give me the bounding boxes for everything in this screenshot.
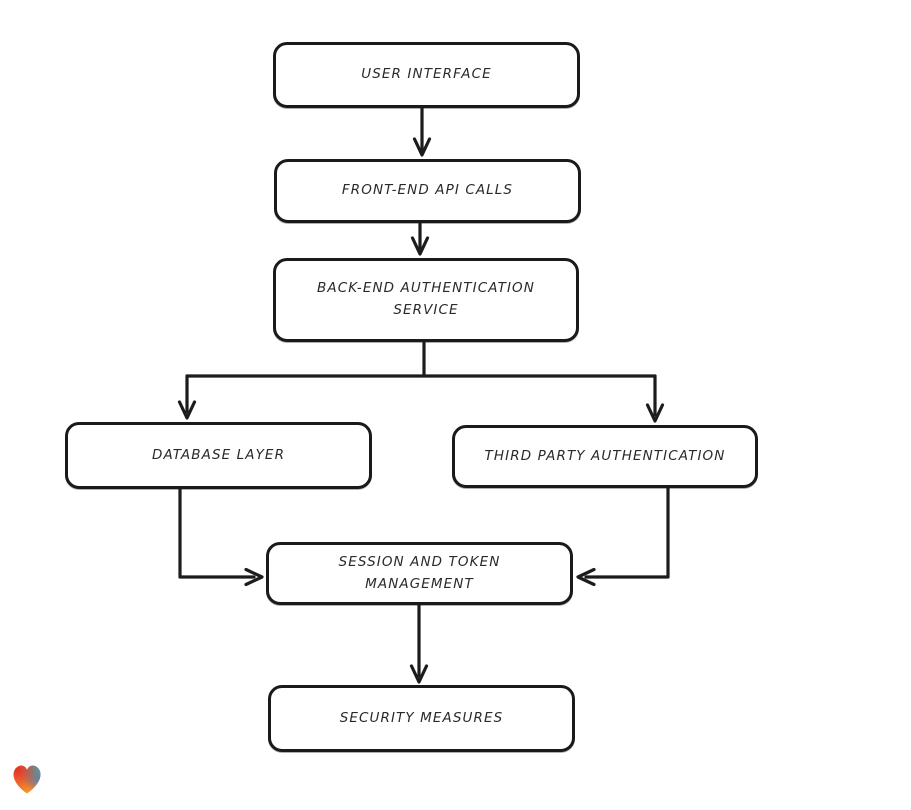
node-user-interface-label: USER INTERFACE xyxy=(361,66,492,83)
edge-backend-branch xyxy=(177,339,665,423)
node-database-layer-label: DATABASE LAYER xyxy=(151,446,286,463)
node-database-layer[interactable]: DATABASE LAYER xyxy=(65,422,372,489)
edge-ui-to-api xyxy=(412,105,432,157)
node-user-interface[interactable]: USER INTERFACE xyxy=(273,42,580,108)
edge-db-to-session xyxy=(178,486,264,587)
node-back-end-auth-service-label: BACK-END AUTHENTICATION SERVICE xyxy=(317,280,535,318)
node-back-end-auth-service[interactable]: BACK-END AUTHENTICATION SERVICE xyxy=(273,258,579,342)
node-third-party-authentication[interactable]: THIRD PARTY AUTHENTICATION xyxy=(452,425,758,488)
node-security-measures-label: SECURITY MEASURES xyxy=(339,709,504,726)
node-third-party-authentication-label: THIRD PARTY AUTHENTICATION xyxy=(484,447,726,464)
node-front-end-api-calls-label: FRONT-END API CALLS xyxy=(341,182,514,199)
node-session-token-management-label: SESSION AND TOKEN MANAGEMENT xyxy=(338,553,501,592)
node-security-measures[interactable]: SECURITY MEASURES xyxy=(268,685,575,752)
node-session-token-management[interactable]: SESSION AND TOKEN MANAGEMENT xyxy=(266,542,573,605)
rainbow-heart-logo-icon[interactable] xyxy=(10,763,44,795)
edge-api-to-backend xyxy=(410,220,430,256)
node-front-end-api-calls[interactable]: FRONT-END API CALLS xyxy=(274,159,581,223)
edge-thirdparty-to-session xyxy=(576,485,670,587)
edge-session-to-security xyxy=(409,602,429,684)
